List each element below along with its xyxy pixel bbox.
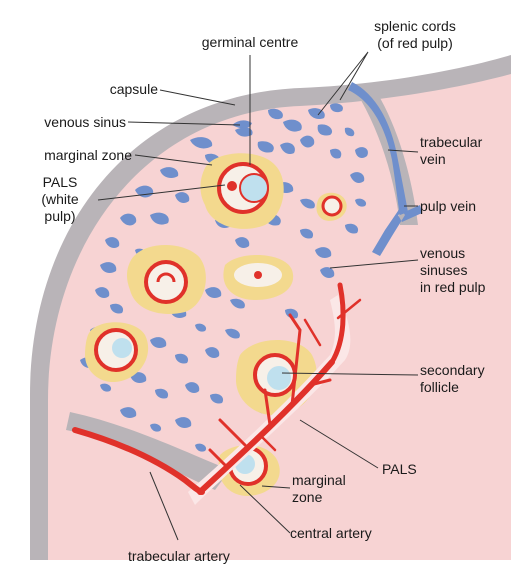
label-marginal-zone-bottom: marginal zone	[292, 472, 362, 506]
label-venous-sinuses-line2: sinuses	[420, 262, 510, 279]
label-pals-line1: PALS	[20, 174, 100, 191]
label-pulp-vein: pulp vein	[420, 198, 510, 215]
label-secondary-follicle-line1: secondary	[420, 362, 510, 379]
label-splenic-cords: splenic cords (of red pulp)	[355, 18, 475, 52]
label-marginal-zone-bottom-line1: marginal	[292, 472, 362, 489]
follicle-large-top	[200, 153, 283, 229]
label-pals-line3: pulp)	[20, 208, 100, 225]
label-pals-line2: (white	[20, 191, 100, 208]
label-venous-sinuses-line3: in red pulp	[420, 279, 510, 296]
label-germinal-centre: germinal centre	[190, 34, 310, 51]
label-marginal-zone-top: marginal zone	[10, 147, 132, 164]
label-venous-sinuses-line1: venous	[420, 245, 510, 262]
label-capsule: capsule	[30, 81, 158, 98]
label-secondary-follicle-line2: follicle	[420, 379, 510, 396]
label-venous-sinus: venous sinus	[10, 114, 126, 131]
label-splenic-cords-line1: splenic cords	[355, 18, 475, 35]
follicle-left-middle	[127, 245, 206, 314]
label-pals-bottom: PALS	[382, 461, 442, 478]
follicle-center-middle	[223, 255, 293, 300]
label-secondary-follicle: secondary follicle	[420, 362, 510, 396]
label-trabecular-vein-line1: trabecular	[420, 134, 510, 151]
label-splenic-cords-line2: (of red pulp)	[355, 35, 475, 52]
label-marginal-zone-bottom-line2: zone	[292, 489, 362, 506]
label-venous-sinuses-red-pulp: venous sinuses in red pulp	[420, 245, 510, 296]
label-trabecular-artery: trabecular artery	[128, 548, 258, 565]
label-trabecular-vein-line2: vein	[420, 151, 510, 168]
label-central-artery: central artery	[290, 525, 400, 542]
label-trabecular-vein: trabecular vein	[420, 134, 510, 168]
label-pals-white-pulp: PALS (white pulp)	[20, 174, 100, 225]
